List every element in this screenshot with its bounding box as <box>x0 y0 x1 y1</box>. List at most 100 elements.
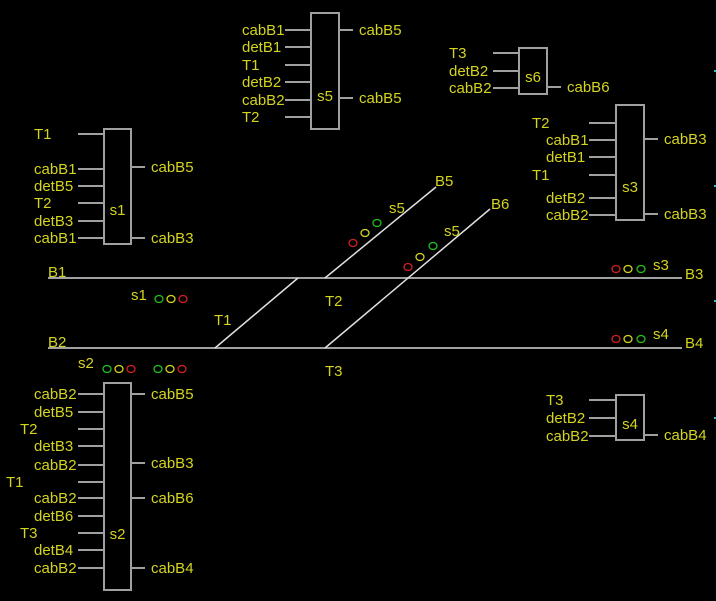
switch-label-t1: T1 <box>214 312 232 329</box>
output-label: cabB5 <box>359 90 402 107</box>
switch-label-t3: T3 <box>325 363 343 380</box>
signal-lamp-green <box>428 241 438 251</box>
output-label: cabB5 <box>359 22 402 39</box>
logic-block-name: s4 <box>622 416 638 433</box>
input-label: detB1 <box>546 149 585 166</box>
input-label: cabB1 <box>34 161 77 178</box>
signal-lamp-yellow <box>415 252 425 262</box>
input-label: T2 <box>34 195 52 212</box>
signal-lamp-red <box>177 364 187 374</box>
signal-group: s4 <box>611 326 669 344</box>
input-label: detB3 <box>34 213 73 230</box>
logic-block-name: s6 <box>525 69 541 86</box>
input-label: T1 <box>242 57 260 74</box>
input-label: cabB2 <box>34 457 77 474</box>
signal-lamp-green <box>153 364 163 374</box>
output-label: cabB3 <box>151 455 194 472</box>
signal-group: s1 <box>131 287 188 304</box>
input-label: T1 <box>532 167 550 184</box>
signal-lamp-yellow <box>114 364 124 374</box>
input-label: cabB2 <box>242 92 285 109</box>
logic-block-box <box>103 128 132 245</box>
input-label: T1 <box>6 474 24 491</box>
logic-block-box <box>103 382 132 591</box>
signal-lamp-red <box>178 294 188 304</box>
edge-marker <box>714 300 716 302</box>
input-label: detB4 <box>34 542 73 559</box>
signal-lamp-yellow <box>623 264 633 274</box>
output-label: cabB6 <box>567 79 610 96</box>
logic-block-s2: s2cabB2detB5T2detB3cabB2T1cabB2detB6T3de… <box>6 382 194 591</box>
signal-label: s4 <box>653 326 669 343</box>
input-label: T2 <box>20 421 38 438</box>
signal-group: s5 <box>403 223 460 272</box>
signal-lamp-red <box>611 264 621 274</box>
input-label: cabB1 <box>242 22 285 39</box>
input-label: cabB2 <box>546 207 589 224</box>
output-label: cabB6 <box>151 490 194 507</box>
edge-marker <box>714 185 716 187</box>
input-label: detB2 <box>546 190 585 207</box>
output-label: cabB4 <box>664 427 707 444</box>
logic-block-name: s3 <box>622 179 638 196</box>
switch-label-t2: T2 <box>325 293 343 310</box>
logic-block-box <box>615 104 645 221</box>
signal-lamp-green <box>102 364 112 374</box>
input-label: cabB2 <box>34 560 77 577</box>
input-label: T3 <box>546 392 564 409</box>
input-label: T1 <box>34 126 52 143</box>
track-b5-branch <box>324 186 437 279</box>
input-label: cabB1 <box>546 132 589 149</box>
signal-lamp-red <box>403 262 413 272</box>
input-label: cabB2 <box>449 80 492 97</box>
logic-block-name: s5 <box>317 88 333 105</box>
track-label-b3: B3 <box>685 266 703 283</box>
edge-marker <box>714 417 716 419</box>
signal-group: s3 <box>611 257 669 274</box>
signal-lamp-yellow <box>360 228 370 238</box>
track-label-b5: B5 <box>435 173 453 190</box>
track-label-b4: B4 <box>685 335 703 352</box>
signal-group <box>153 364 187 374</box>
signal-lamp-red <box>126 364 136 374</box>
input-label: T2 <box>532 115 550 132</box>
signal-lamp-green <box>372 218 382 228</box>
input-label: cabB1 <box>34 230 77 247</box>
input-label: detB3 <box>34 438 73 455</box>
signal-label: s3 <box>653 257 669 274</box>
track-label-b1: B1 <box>48 264 66 281</box>
input-label: detB2 <box>546 410 585 427</box>
output-label: cabB3 <box>151 230 194 247</box>
input-label: T3 <box>449 45 467 62</box>
signal-label: s5 <box>444 223 460 240</box>
signal-lamp-yellow <box>165 364 175 374</box>
output-label: cabB5 <box>151 159 194 176</box>
signal-label: s2 <box>78 355 94 372</box>
output-label: cabB5 <box>151 386 194 403</box>
input-label: detB2 <box>449 63 488 80</box>
track-b6-branch <box>324 208 491 349</box>
logic-block-name: s2 <box>110 526 126 543</box>
signal-lamp-green <box>636 264 646 274</box>
input-label: cabB2 <box>34 490 77 507</box>
input-label: detB5 <box>34 178 73 195</box>
input-label: detB1 <box>242 39 281 56</box>
logic-block-name: s1 <box>110 202 126 219</box>
signal-lamp-yellow <box>166 294 176 304</box>
track-label-b2: B2 <box>48 334 66 351</box>
input-label: detB2 <box>242 74 281 91</box>
signal-label: s1 <box>131 287 147 304</box>
output-label: cabB3 <box>664 131 707 148</box>
input-label: detB5 <box>34 404 73 421</box>
signal-lamp-red <box>611 334 621 344</box>
input-label: T2 <box>242 109 260 126</box>
input-label: cabB2 <box>546 428 589 445</box>
signal-lamp-yellow <box>623 334 633 344</box>
